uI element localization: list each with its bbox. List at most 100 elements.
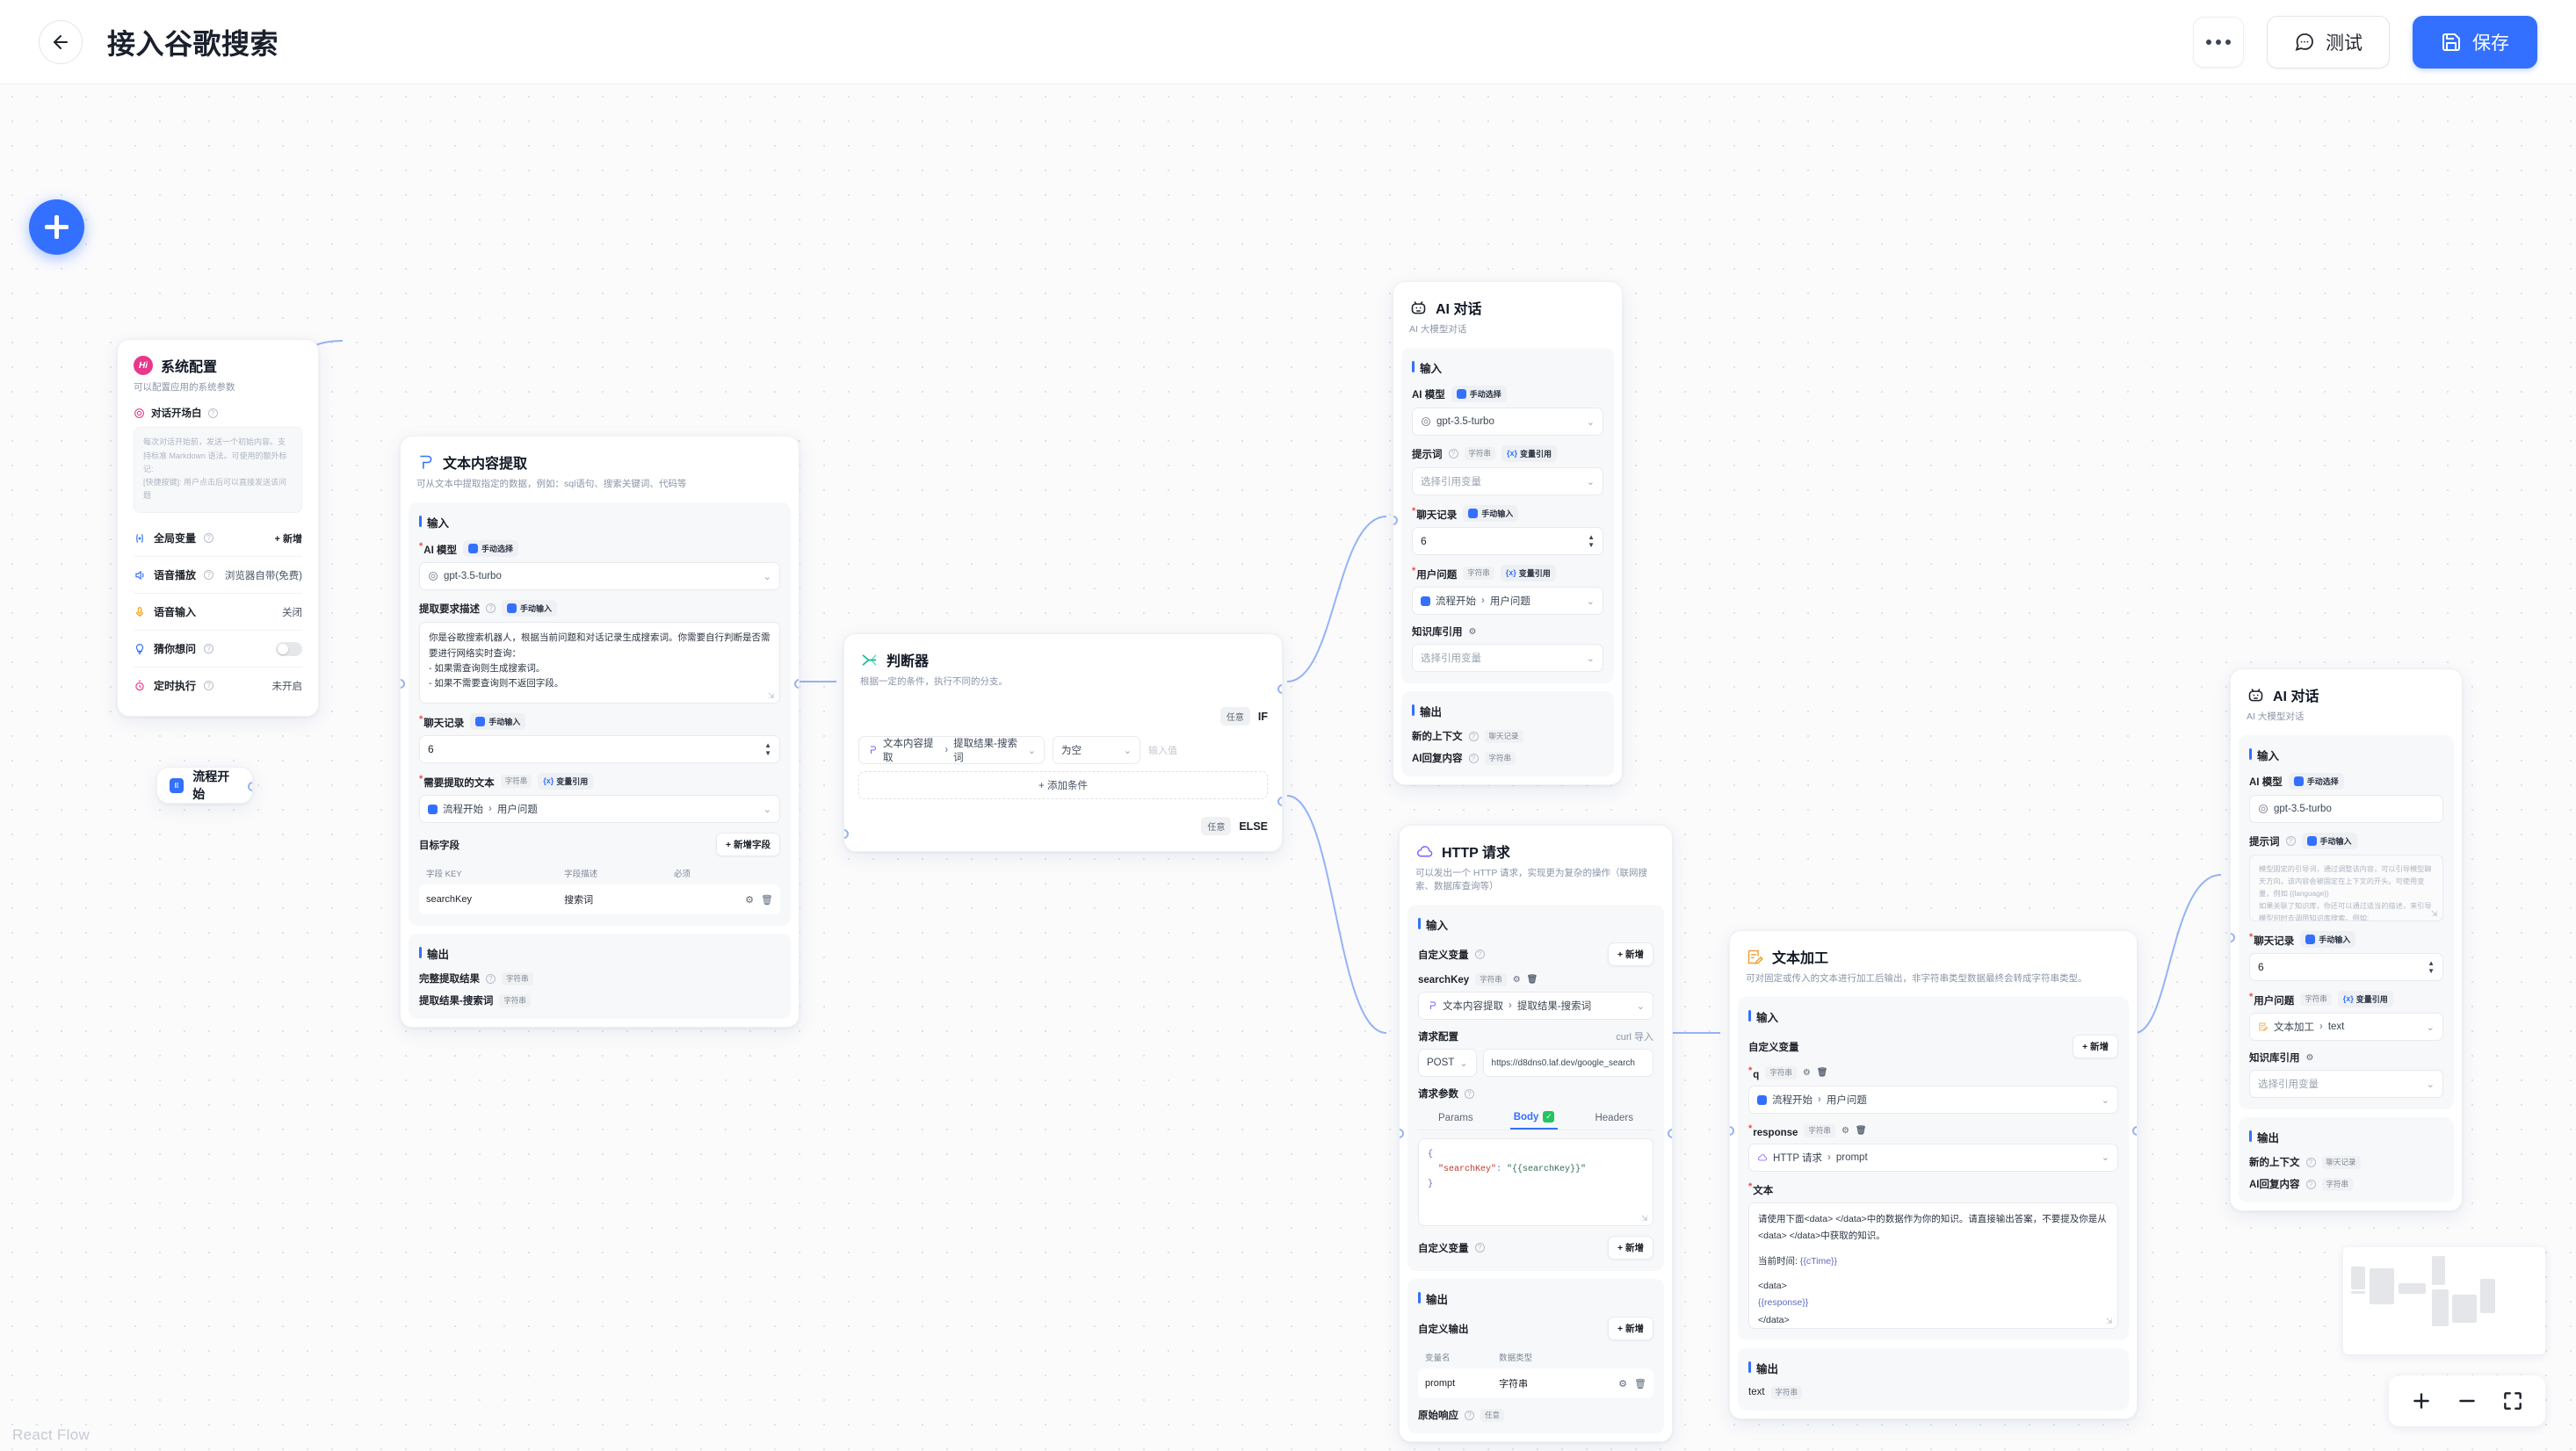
sysrow-voice-play[interactable]: 语音播放 ? 浏览器自带(免费): [134, 557, 302, 595]
help-icon[interactable]: ?: [1465, 1088, 1474, 1099]
back-button[interactable]: [39, 19, 83, 64]
help-icon[interactable]: ?: [2305, 1157, 2316, 1167]
number-stepper[interactable]: ▲▼: [1588, 533, 1595, 550]
help-icon[interactable]: ?: [207, 408, 218, 418]
trash-icon[interactable]: 🗑: [761, 894, 773, 906]
resize-handle-icon[interactable]: ⇲: [1641, 1214, 1648, 1224]
help-icon[interactable]: ?: [486, 973, 496, 984]
ai-model-select[interactable]: gpt-3.5-turbo ⌄: [419, 562, 780, 591]
output-handle[interactable]: [794, 679, 799, 689]
node-ai-chat-right[interactable]: AI 对话 AI 大模型对话 输入 AI 模型 手动选择 gpt-3.5-tur…: [2230, 668, 2463, 1212]
manual-input-pill[interactable]: 手动输入: [502, 600, 558, 617]
output-handle[interactable]: [2132, 1126, 2137, 1136]
node-text-extract[interactable]: 文本内容提取 可从文本中提取指定的数据，例如：sql语句、搜索关键词、代码等 输…: [400, 436, 800, 1029]
node-ai-chat-top[interactable]: AI 对话 AI 大模型对话 输入 AI 模型 手动选择 gpt-3.5-tur…: [1393, 281, 1623, 786]
guess-question-toggle[interactable]: [276, 641, 302, 656]
user-question-select[interactable]: 流程开始 › 用户问题 ⌄: [1412, 587, 1603, 616]
add-field-button[interactable]: + 新增字段: [715, 833, 780, 857]
zoom-out-button[interactable]: [2456, 1390, 2478, 1412]
add-variable-button[interactable]: + 新增: [2072, 1035, 2118, 1059]
kb-select[interactable]: 选择引用变量 ⌄: [1412, 644, 1603, 673]
variable-ref-pill[interactable]: {x}变量引用: [538, 773, 594, 790]
input-handle[interactable]: [401, 679, 405, 689]
else-badge[interactable]: 任意: [1201, 817, 1232, 836]
add-condition-button[interactable]: + 添加条件: [858, 771, 1268, 800]
resize-handle-icon[interactable]: ⇲: [2106, 1316, 2113, 1325]
source-text-select[interactable]: 流程开始 › 用户问题 ⌄: [419, 795, 780, 824]
add-node-fab[interactable]: [29, 199, 84, 255]
ai-model-select[interactable]: gpt-3.5-turbo: [2249, 795, 2443, 824]
help-icon[interactable]: ?: [2305, 1179, 2316, 1189]
opener-textarea[interactable]: 每次对话开始前，发送一个初始内容。支持标准 Markdown 语法。可使用的额外…: [134, 427, 302, 514]
node-flow-start[interactable]: I⁞ 流程开始: [156, 767, 253, 804]
condition-variable-select[interactable]: 文本内容提取 › 提取结果-搜索词 ⌄: [858, 736, 1045, 765]
help-icon[interactable]: ?: [1465, 1410, 1474, 1420]
curl-import-button[interactable]: curl 导入: [1616, 1032, 1653, 1043]
chatlog-number-input[interactable]: 6 ▲▼: [419, 735, 780, 764]
sysrow-guess-question[interactable]: 猜你想问 ?: [134, 631, 302, 668]
add-variable-button-2[interactable]: + 新增: [1607, 1236, 1653, 1260]
help-icon[interactable]: ?: [1474, 1243, 1485, 1253]
save-button[interactable]: 保存: [2413, 15, 2537, 69]
help-icon[interactable]: ?: [1468, 753, 1479, 763]
zoom-in-button[interactable]: [2410, 1390, 2433, 1412]
add-output-button[interactable]: + 新增: [1607, 1317, 1653, 1341]
trash-icon[interactable]: 🗑: [1816, 1068, 1828, 1079]
var-response-select[interactable]: HTTP 请求 › prompt ⌄: [1748, 1143, 2118, 1172]
node-http-request[interactable]: HTTP 请求 可以发出一个 HTTP 请求，实现更为复杂的操作（联网搜索、数据…: [1399, 825, 1673, 1443]
condition-operator-select[interactable]: 为空 ⌄: [1053, 736, 1140, 765]
help-icon[interactable]: ?: [204, 644, 214, 654]
output-handle[interactable]: [248, 782, 252, 791]
manual-select-pill[interactable]: 手动选择: [1451, 386, 1507, 403]
sysrow-global-variable[interactable]: 全局变量 ? + 新增: [134, 520, 302, 558]
trash-icon[interactable]: 🗑: [1526, 975, 1538, 985]
resize-handle-icon[interactable]: ⇲: [2431, 909, 2438, 919]
var-q-select[interactable]: 流程开始 › 用户问题 ⌄: [1748, 1086, 2118, 1115]
number-stepper[interactable]: ▲▼: [764, 741, 771, 758]
manual-input-pill[interactable]: 手动输入: [470, 713, 526, 731]
add-variable-button[interactable]: + 新增: [1607, 942, 1653, 967]
text-editor[interactable]: 请使用下面<data> </data>中的数据作为你的知识。请直接输出答案，不要…: [1748, 1202, 2118, 1329]
output-handle[interactable]: [1668, 1129, 1672, 1138]
searchkey-source-select[interactable]: 文本内容提取 › 提取结果-搜索词 ⌄: [1418, 992, 1653, 1021]
gear-icon[interactable]: ⚙: [1512, 975, 1521, 985]
help-icon[interactable]: ?: [204, 570, 214, 581]
prompt-textarea[interactable]: 模型固定的引导词，通过调整该内容，可以引导模型聊天方向。该内容会被固定在上下文的…: [2249, 855, 2443, 922]
gear-icon[interactable]: ⚙: [1618, 1378, 1628, 1390]
tab-body[interactable]: Body✓: [1509, 1106, 1559, 1130]
requirement-textarea[interactable]: 你是谷歌搜索机器人，根据当前问题和对话记录生成搜索词。你需要自行判断是否需要进行…: [419, 622, 780, 704]
if-badge[interactable]: 任意: [1219, 707, 1250, 726]
help-icon[interactable]: ?: [1468, 731, 1479, 741]
trash-icon[interactable]: 🗑: [1855, 1125, 1867, 1136]
sysrow-schedule[interactable]: 定时执行 ? 未开启: [134, 668, 302, 704]
input-handle[interactable]: [844, 829, 849, 839]
condition-value-input[interactable]: 输入值: [1148, 746, 1177, 757]
help-icon[interactable]: ?: [204, 533, 214, 544]
manual-select-pill[interactable]: 手动选择: [462, 540, 518, 558]
help-icon[interactable]: ?: [204, 681, 214, 691]
manual-input-pill[interactable]: 手动输入: [2300, 931, 2356, 949]
output-handle-else[interactable]: [1277, 797, 1282, 806]
node-text-process[interactable]: 文本加工 可对固定或传入的文本进行加工后输出，非字符串类型数据最终会转成字符串类…: [1729, 930, 2138, 1419]
help-icon[interactable]: ?: [486, 603, 496, 614]
manual-input-pill[interactable]: 手动输入: [1463, 505, 1519, 523]
test-button[interactable]: 测试: [2267, 15, 2390, 69]
prompt-select[interactable]: 选择引用变量 ⌄: [1412, 467, 1603, 496]
add-global-variable-button[interactable]: + 新增: [274, 533, 302, 545]
table-row[interactable]: prompt 字符串 ⚙🗑: [1418, 1368, 1653, 1399]
node-condition[interactable]: 判断器 根据一定的条件，执行不同的分支。 任意 IF 文本内容提取 › 提取结果…: [843, 633, 1283, 853]
table-row[interactable]: searchKey 搜索词 ⚙🗑: [419, 884, 780, 915]
tab-params[interactable]: Params: [1438, 1112, 1473, 1123]
help-icon[interactable]: ?: [2285, 836, 2296, 847]
kb-select[interactable]: 选择引用变量 ⌄: [2249, 1070, 2443, 1099]
gear-icon[interactable]: ⚙: [2305, 1052, 2314, 1063]
gear-icon[interactable]: ⚙: [1468, 626, 1477, 637]
trash-icon[interactable]: 🗑: [1634, 1378, 1646, 1390]
input-handle[interactable]: [1730, 1126, 1734, 1136]
gear-icon[interactable]: ⚙: [745, 894, 755, 906]
variable-ref-pill[interactable]: {x}变量引用: [1500, 565, 1556, 582]
ai-model-select[interactable]: gpt-3.5-turbo ⌄: [1412, 408, 1603, 437]
input-handle[interactable]: [2231, 933, 2235, 942]
input-handle[interactable]: [1393, 516, 1398, 525]
variable-ref-pill[interactable]: {x}变量引用: [1501, 445, 1558, 463]
